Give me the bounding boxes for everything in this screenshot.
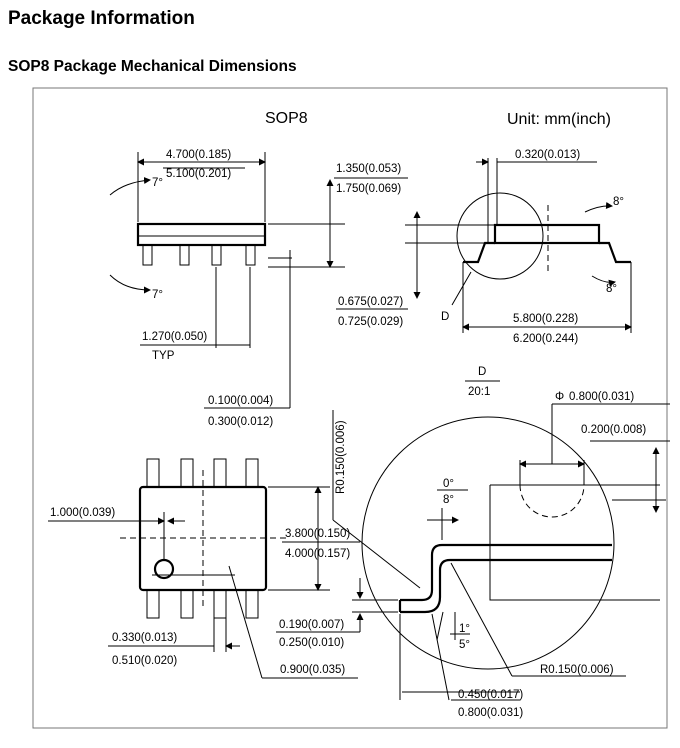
side-standoff-min: 0.100(0.004) bbox=[208, 395, 273, 407]
end-body-height-max: 0.725(0.029) bbox=[338, 316, 403, 328]
unit-label: Unit: mm(inch) bbox=[507, 111, 611, 128]
detail-scale: 20:1 bbox=[468, 386, 490, 398]
detail-gap: 0.200(0.008) bbox=[581, 424, 646, 436]
package-name: SOP8 bbox=[265, 110, 308, 127]
end-span-min: 5.800(0.228) bbox=[513, 313, 578, 325]
section-title: SOP8 Package Mechanical Dimensions bbox=[8, 58, 297, 75]
detail-foot-min: 0.450(0.017) bbox=[458, 689, 523, 701]
top-view: 1.000(0.039) 3.800(0.150) 4.000(0.157) 0… bbox=[48, 458, 360, 679]
side-pitch-note: TYP bbox=[152, 350, 175, 362]
side-height-min: 1.350(0.053) bbox=[336, 163, 401, 175]
side-height-max: 1.750(0.069) bbox=[336, 183, 401, 195]
detail-lead-thk-max: 0.250(0.010) bbox=[279, 637, 344, 649]
end-angle-top: 8° bbox=[613, 196, 624, 208]
detail-angle-a-max: 8° bbox=[443, 494, 454, 506]
top-lead-width-max: 0.510(0.020) bbox=[112, 655, 177, 667]
detail-lead-thk-min: 0.190(0.007) bbox=[279, 619, 344, 631]
top-lead-width-min: 0.330(0.013) bbox=[112, 632, 177, 644]
end-lead-thickness: 0.320(0.013) bbox=[515, 149, 580, 161]
top-pin1-offset: 1.000(0.039) bbox=[50, 507, 115, 519]
end-angle-bottom: 8° bbox=[606, 283, 617, 295]
detail-radius-bottom: R0.150(0.006) bbox=[540, 664, 614, 676]
end-detail-marker: D bbox=[441, 311, 449, 323]
side-length-max: 5.100(0.201) bbox=[166, 168, 231, 180]
detail-phi: Φ bbox=[555, 391, 564, 403]
page-title: Package Information bbox=[8, 8, 195, 29]
detail-angle-a-min: 0° bbox=[443, 478, 454, 490]
end-view: 0.320(0.013) 8° 8° 0.675(0.027) 0.725(0.… bbox=[336, 149, 632, 345]
detail-angle-b-min: 1° bbox=[459, 623, 470, 635]
end-span-max: 6.200(0.244) bbox=[513, 333, 578, 345]
detail-angle-b-max: 5° bbox=[459, 639, 470, 651]
detail-radius-top: R0.150(0.006) bbox=[335, 420, 347, 494]
detail-pin-dia: 0.800(0.031) bbox=[569, 391, 634, 403]
side-standoff-max: 0.300(0.012) bbox=[208, 416, 273, 428]
detail-view: D 20:1 Φ 0.800(0.031) 0.200(0.008) R0.15… bbox=[276, 366, 670, 719]
side-angle-bottom: 7° bbox=[152, 289, 163, 301]
side-view: 4.700(0.185) 5.100(0.201) 7° 7° 1.350(0.… bbox=[109, 149, 408, 428]
side-angle-top: 7° bbox=[152, 177, 163, 189]
drawing-frame bbox=[32, 87, 668, 729]
top-width-max: 4.000(0.157) bbox=[285, 548, 350, 560]
detail-foot-max: 0.800(0.031) bbox=[458, 707, 523, 719]
end-body-height-min: 0.675(0.027) bbox=[338, 296, 403, 308]
side-pitch: 1.270(0.050) bbox=[142, 331, 207, 343]
side-length-min: 4.700(0.185) bbox=[166, 149, 231, 161]
detail-label: D bbox=[478, 366, 486, 378]
top-width-min: 3.800(0.150) bbox=[285, 528, 350, 540]
top-pin1-dot: 0.900(0.035) bbox=[280, 664, 345, 676]
